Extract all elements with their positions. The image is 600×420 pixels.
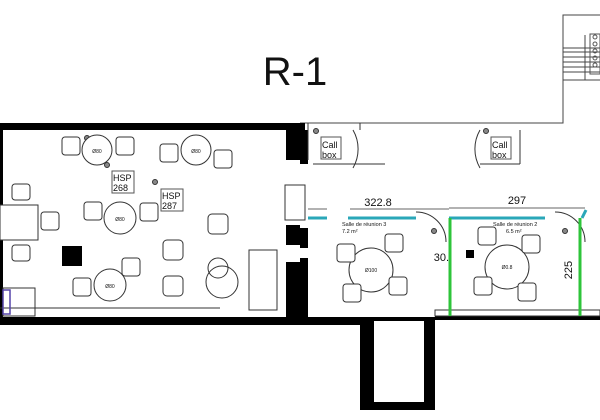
sensor-icon [431,228,437,234]
room-name: Salle de réunion 2 [493,222,537,228]
dimension-room2-width: 297 [508,195,526,207]
hsp-number: 268 [113,183,128,193]
call-box-label: Call [322,140,338,150]
purple-fixture [2,289,11,315]
room-area: 6.5 m² [506,229,522,235]
walls [0,123,600,410]
room-area: 7.2 m² [342,229,358,235]
level-title: R-1 [263,50,327,94]
glass-walls [308,209,588,220]
furniture [0,134,541,303]
call-box-label: Call [492,140,508,150]
hsp-tag-268: HSP 268 [111,170,135,194]
dimension-lines [308,207,585,210]
table-label: Ø80 [92,149,102,155]
hsp-tag-287: HSP 287 [160,188,184,212]
upper-outline [300,14,600,124]
staircase-icon [589,33,600,75]
sensor-icon [104,162,110,168]
dimension-room3-width: 322.8 [364,197,392,209]
hsp-number: 287 [162,201,177,211]
call-box-1: Call box [313,128,342,160]
dimension-partial: 30. [434,252,449,264]
room-name: Salle de réunion 3 [342,222,386,228]
call-box-label: box [492,150,507,160]
table-label: Ø0.8 [502,265,513,271]
call-box-label: box [322,150,337,160]
sensor-icon [562,228,568,234]
hsp-label: HSP [162,191,181,201]
hsp-label: HSP [113,173,132,183]
green-partitions [448,218,582,316]
dimension-room2-depth: 225 [563,261,575,279]
table-label: Ø80 [191,149,201,155]
table-label: Ø80 [115,217,125,223]
sensor-icon [152,179,158,185]
call-box-2: Call box [483,128,512,160]
table-label: Ø80 [105,284,115,290]
table-label: Ø100 [365,268,377,274]
